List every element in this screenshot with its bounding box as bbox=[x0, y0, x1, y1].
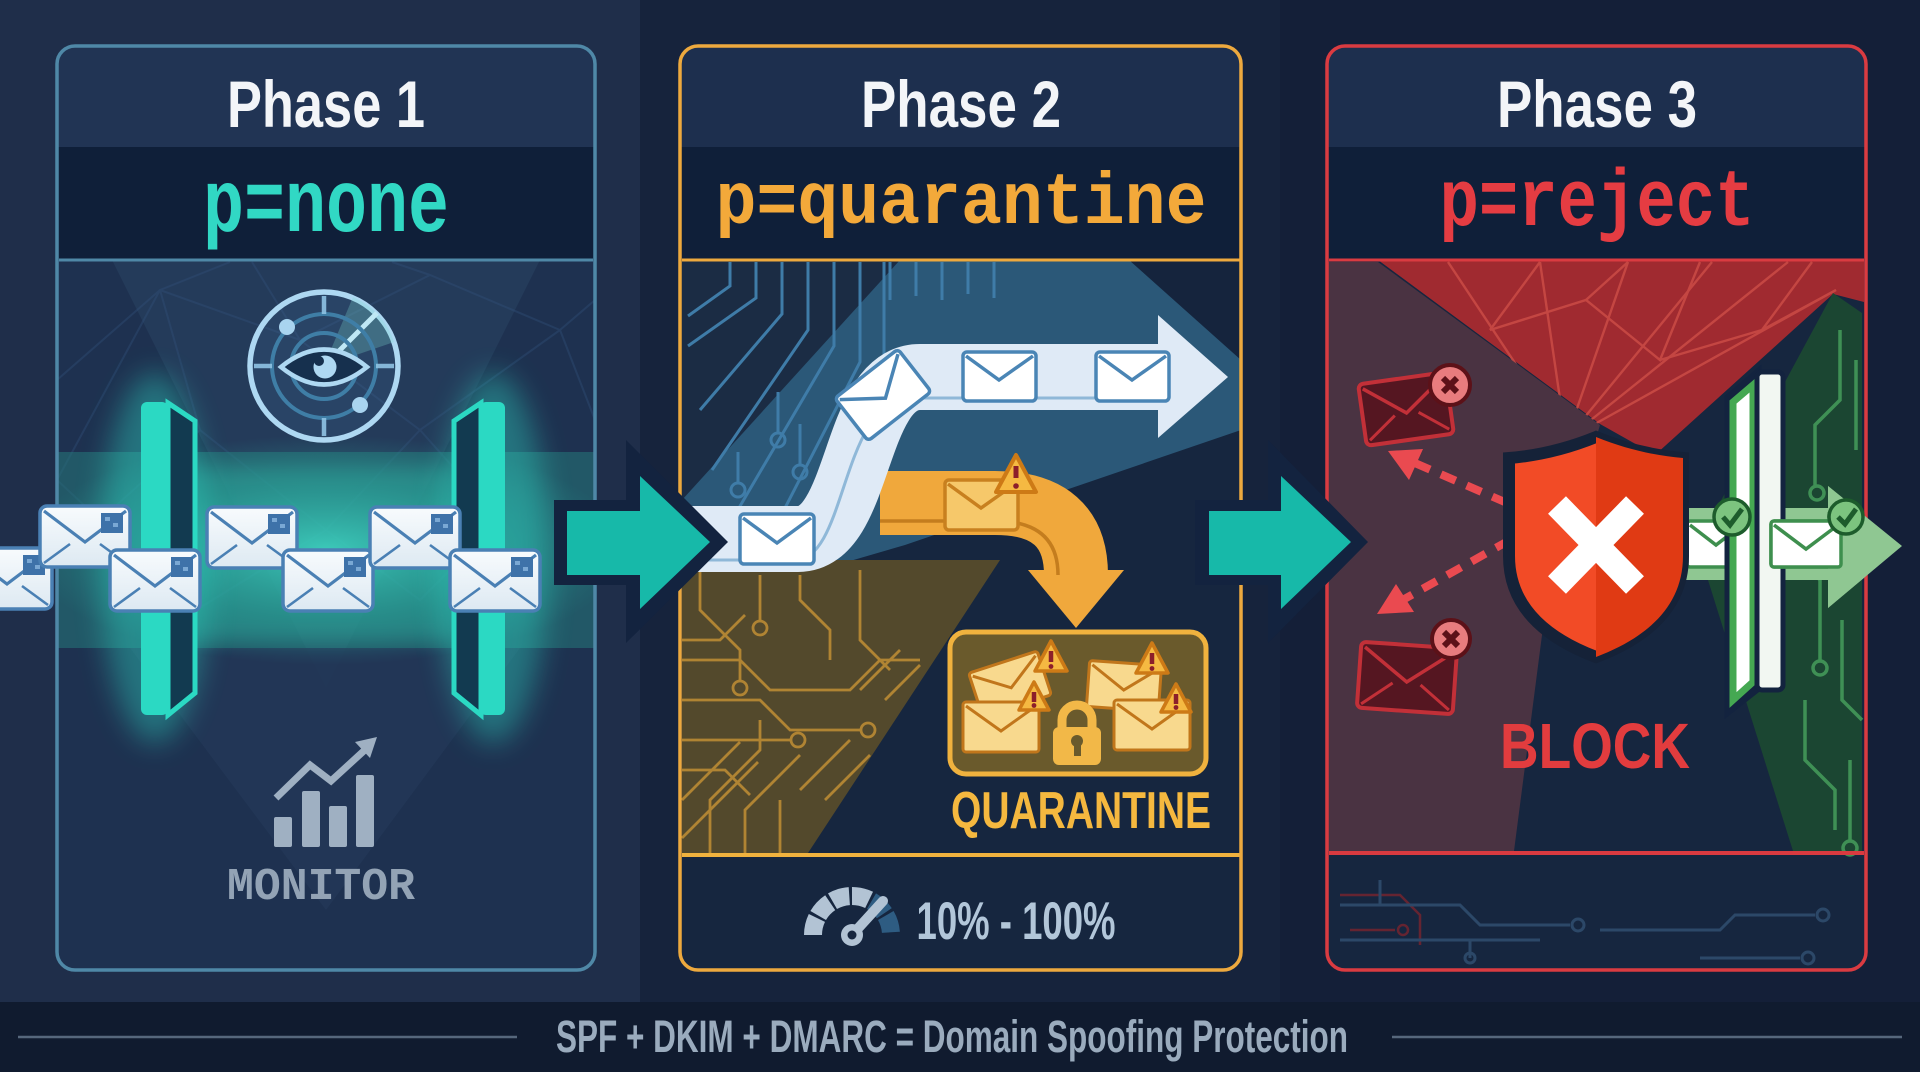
svg-text:QUARANTINE: QUARANTINE bbox=[951, 782, 1211, 840]
svg-text:p=reject: p=reject bbox=[1440, 159, 1755, 250]
svg-text:MONITOR: MONITOR bbox=[227, 862, 415, 913]
svg-text:SPF + DKIM + DMARC = Domain Sp: SPF + DKIM + DMARC = Domain Spoofing Pro… bbox=[556, 1011, 1348, 1062]
svg-text:10% - 100%: 10% - 100% bbox=[917, 892, 1116, 951]
svg-text:Phase 1: Phase 1 bbox=[227, 67, 425, 141]
svg-text:BLOCK: BLOCK bbox=[1500, 710, 1690, 782]
svg-text:p=quarantine: p=quarantine bbox=[716, 162, 1207, 245]
svg-text:p=none: p=none bbox=[203, 157, 449, 258]
svg-text:Phase 3: Phase 3 bbox=[1497, 67, 1697, 141]
svg-text:Phase 2: Phase 2 bbox=[861, 67, 1061, 141]
